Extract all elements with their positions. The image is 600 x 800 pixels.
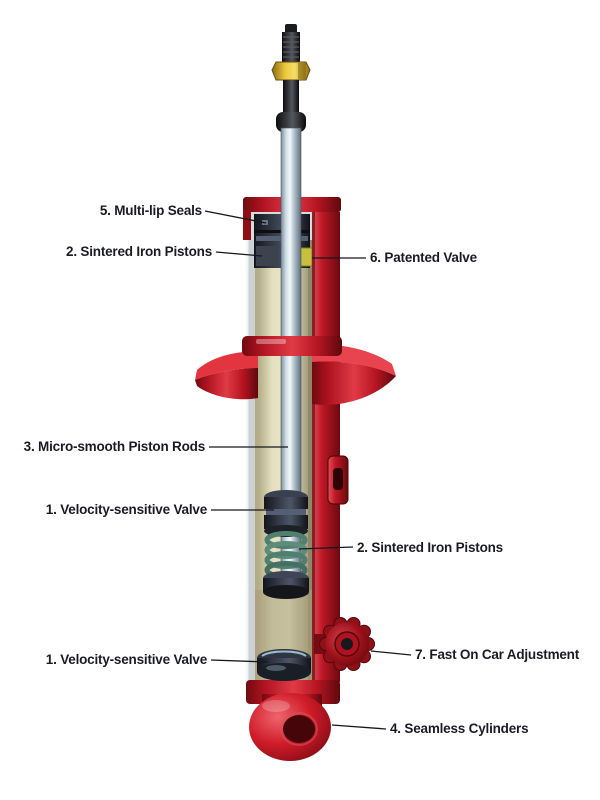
label-patented-valve: 6. Patented Valve — [370, 250, 477, 265]
sintered-piston-lower — [263, 571, 309, 599]
label-sintered-iron-pistons-top: 2. Sintered Iron Pistons — [66, 244, 212, 259]
velocity-valve-mid — [264, 490, 308, 537]
leader-seamless-cylinders — [331, 724, 387, 730]
leader-velocity-bottom — [210, 659, 269, 663]
side-bracket — [327, 455, 349, 505]
cylinder-cutaway-interior — [246, 238, 312, 682]
label-seamless-cylinders: 4. Seamless Cylinders — [390, 721, 529, 736]
base-valve-assembly — [257, 649, 311, 681]
outer-cylinder-shell — [243, 197, 341, 704]
rod-end-assembly — [271, 24, 311, 132]
label-sintered-iron-pistons-mid: 2. Sintered Iron Pistons — [357, 540, 503, 555]
leader-sintered-top — [215, 251, 263, 257]
label-velocity-sensitive-valve-bottom: 1. Velocity-sensitive Valve — [45, 652, 207, 667]
leader-fast-adjustment — [370, 650, 412, 656]
leader-sintered-mid — [298, 546, 354, 550]
spring-seat-flange — [195, 336, 396, 405]
adjuster-knob — [314, 617, 375, 671]
label-fast-on-car-adjustment: 7. Fast On Car Adjustment — [415, 647, 580, 662]
leader-multi-lip-seals — [204, 210, 267, 224]
eye-mount — [249, 693, 331, 761]
label-micro-smooth-piston-rods: 3. Micro-smooth Piston Rods — [23, 439, 206, 454]
label-velocity-sensitive-valve-mid: 1. Velocity-sensitive Valve — [45, 502, 207, 517]
leader-lines — [204, 210, 412, 730]
coil-spring — [264, 531, 308, 579]
label-multi-lip-seals: 5. Multi-lip Seals — [99, 203, 202, 218]
